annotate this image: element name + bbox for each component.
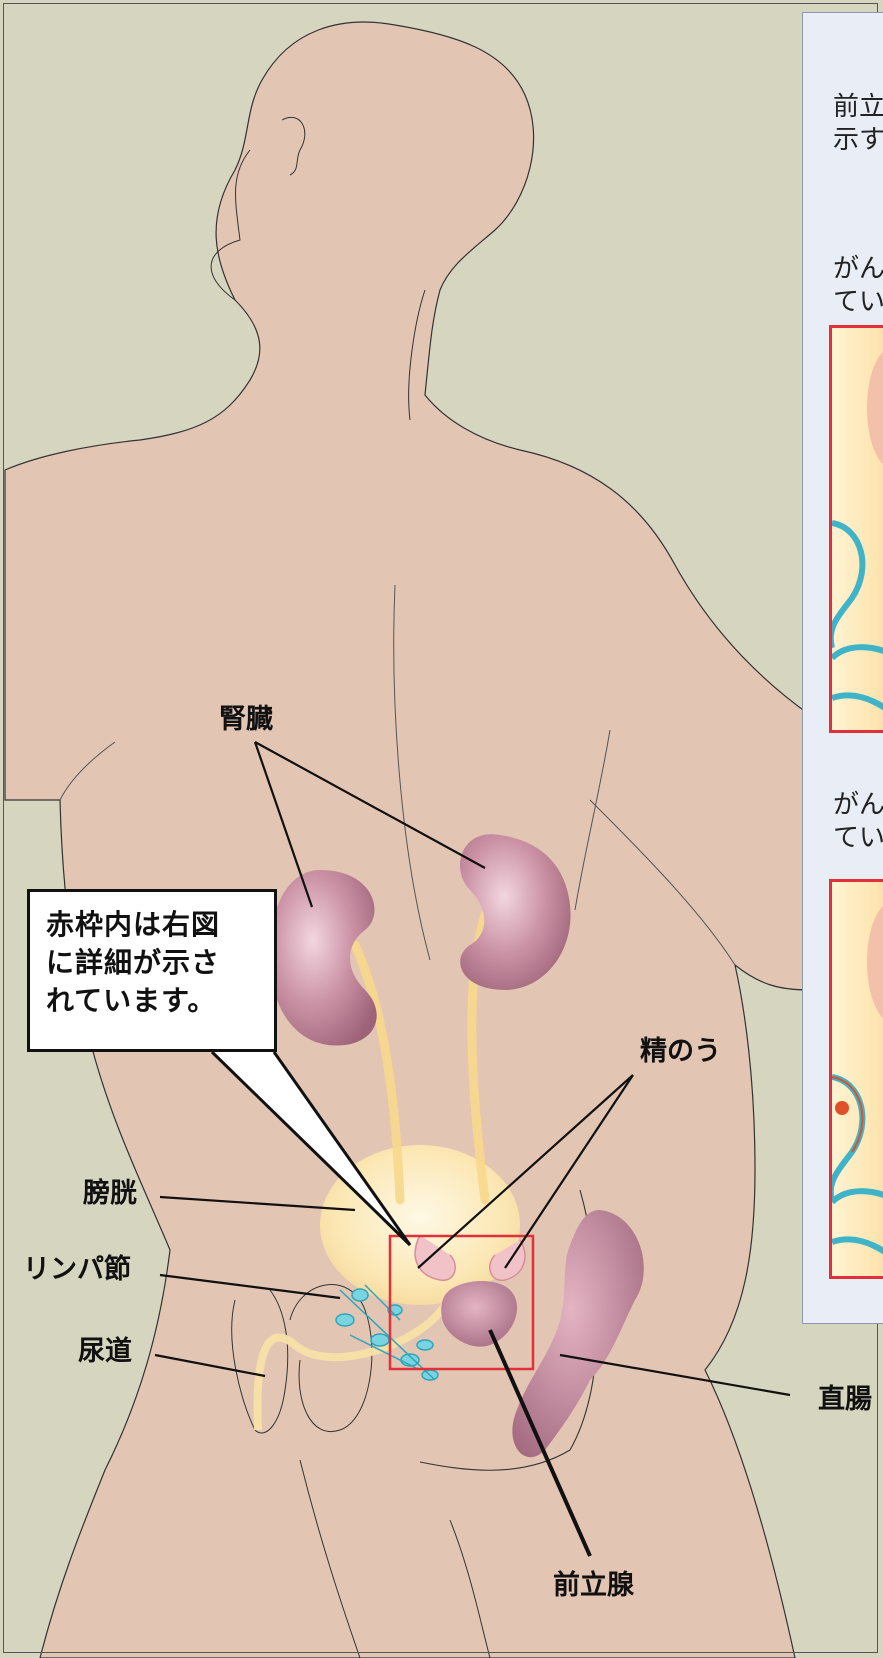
panel-intro-text: 前立 示す	[833, 92, 883, 155]
body-silhouette	[4, 21, 811, 1658]
detail-highlight-frame	[388, 1234, 535, 1371]
lymph-node-cluster	[335, 1284, 439, 1381]
bladder-shape	[320, 1145, 520, 1305]
prostate-shape	[441, 1280, 518, 1347]
label-prostate: 前立腺	[553, 1570, 634, 1601]
detail-callout-box: 赤枠内は右図 に詳細が示さ れています。	[27, 889, 277, 1052]
label-rectum: 直腸	[818, 1384, 872, 1415]
panel-section1-text: がん てい	[833, 254, 883, 317]
label-urethra: 尿道	[78, 1336, 132, 1367]
label-seminal-vesicle: 精のう	[640, 1036, 721, 1067]
label-kidney: 腎臓	[219, 704, 273, 735]
stage-illustration-2	[829, 879, 883, 1279]
description-panel: 前立 示す がん てい がん てい	[802, 12, 883, 1324]
label-bladder: 膀胱	[83, 1178, 137, 1209]
panel-section2-text: がん てい	[833, 790, 883, 853]
rectum-shape	[512, 1210, 644, 1458]
label-lymph-node: リンパ節	[23, 1254, 131, 1285]
left-kidney-shape	[269, 870, 377, 1046]
callout-text: 赤枠内は右図 に詳細が示さ れています。	[46, 908, 221, 1017]
stage-illustration-1	[829, 325, 883, 733]
right-kidney-shape	[460, 834, 571, 990]
